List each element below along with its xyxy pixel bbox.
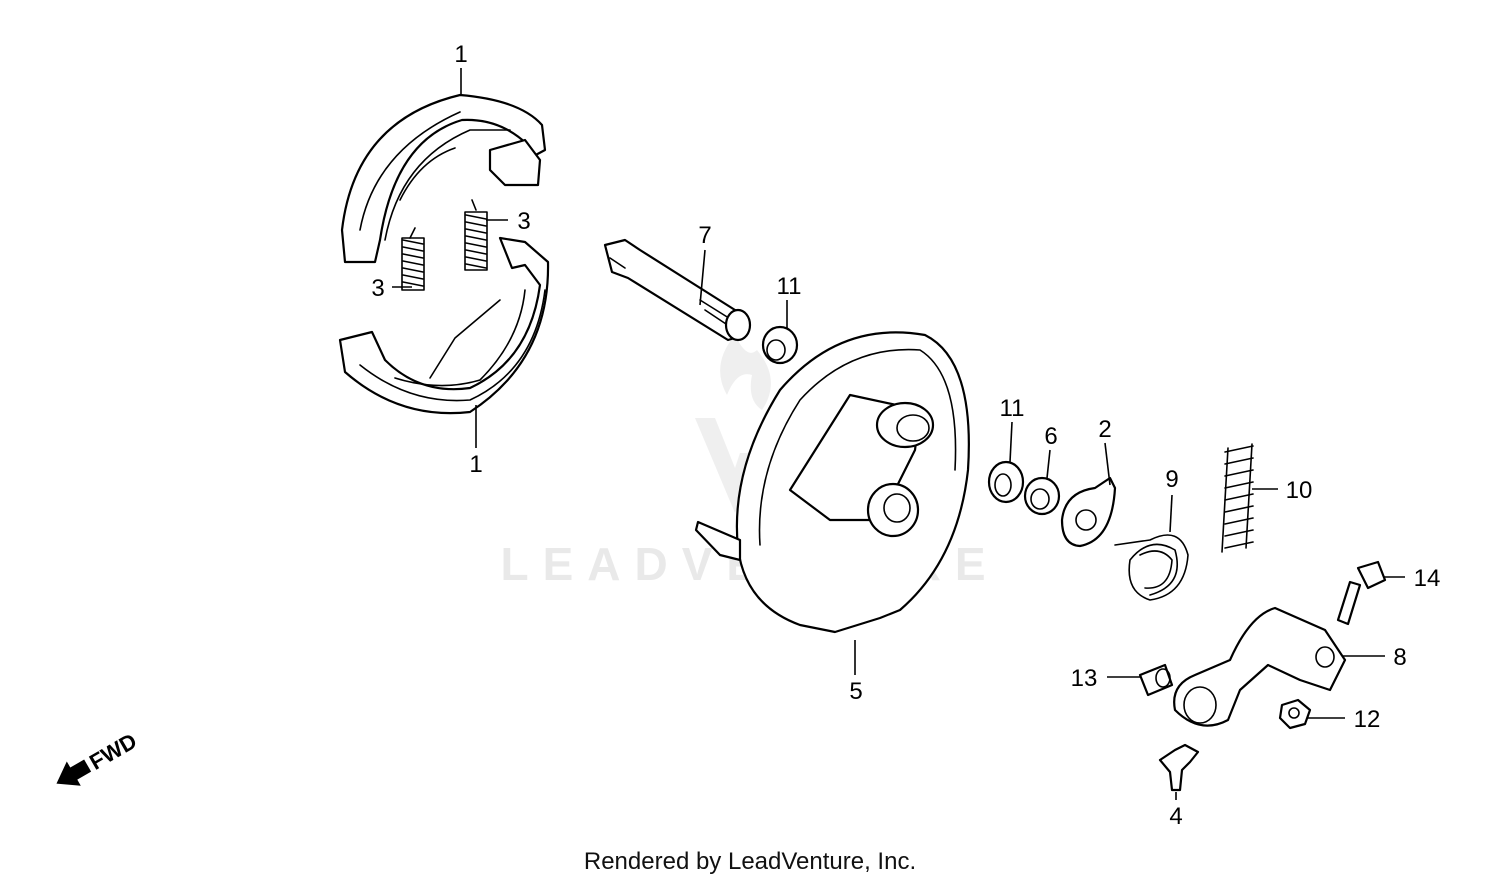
pin: [1138, 663, 1174, 697]
seal-lower: [987, 460, 1025, 504]
callout-return-spring: 9: [1165, 466, 1178, 493]
callout-seal-lower: 11: [1000, 395, 1025, 422]
fwd-arrow-icon: [56, 759, 92, 786]
brake-cam: [603, 238, 752, 342]
callout-seal-upper: 11: [777, 273, 802, 300]
callout-panel: 5: [849, 678, 862, 705]
fwd-label: FWD: [85, 728, 141, 775]
spring-lower: [401, 227, 425, 291]
nut: [1278, 698, 1312, 730]
leader-lines: [392, 68, 1405, 800]
return-spring: [1114, 534, 1189, 601]
callout-nut: 12: [1354, 706, 1381, 733]
callout-arm: 8: [1393, 644, 1406, 671]
brake-panel: [694, 331, 970, 634]
callout-spring-upper: 3: [517, 208, 530, 235]
callout-shoe-lower: 1: [469, 451, 482, 478]
footer-credit: Rendered by LeadVenture, Inc.: [583, 848, 917, 875]
callout-pin: 13: [1071, 665, 1098, 692]
bolt: [1336, 560, 1387, 626]
indicator-plate: [1060, 476, 1117, 548]
callout-indicator-plate: 2: [1098, 416, 1111, 443]
brake-shoe-lower: [338, 236, 550, 415]
callout-bolt: 14: [1414, 565, 1441, 592]
callouts: 1 1 3 3 7 11 5 11 6 2 9 10 14 8 13 12 4: [371, 41, 1440, 830]
callout-cam: 7: [698, 222, 711, 249]
callout-spring-10: 10: [1286, 477, 1313, 504]
wing-nut: [1158, 743, 1200, 792]
fwd-indicator: FWD: [56, 728, 141, 786]
callout-washer: 6: [1044, 423, 1057, 450]
callout-wing-nut: 4: [1169, 803, 1182, 830]
spring-10: [1221, 443, 1254, 553]
spring-upper: [464, 199, 488, 271]
brake-shoe-upper: [340, 93, 547, 264]
callout-spring-lower: 3: [371, 275, 384, 302]
washer: [1023, 476, 1061, 516]
brake-arm: [1173, 606, 1347, 727]
seal-upper: [761, 325, 799, 365]
callout-shoe-upper: 1: [454, 41, 467, 68]
